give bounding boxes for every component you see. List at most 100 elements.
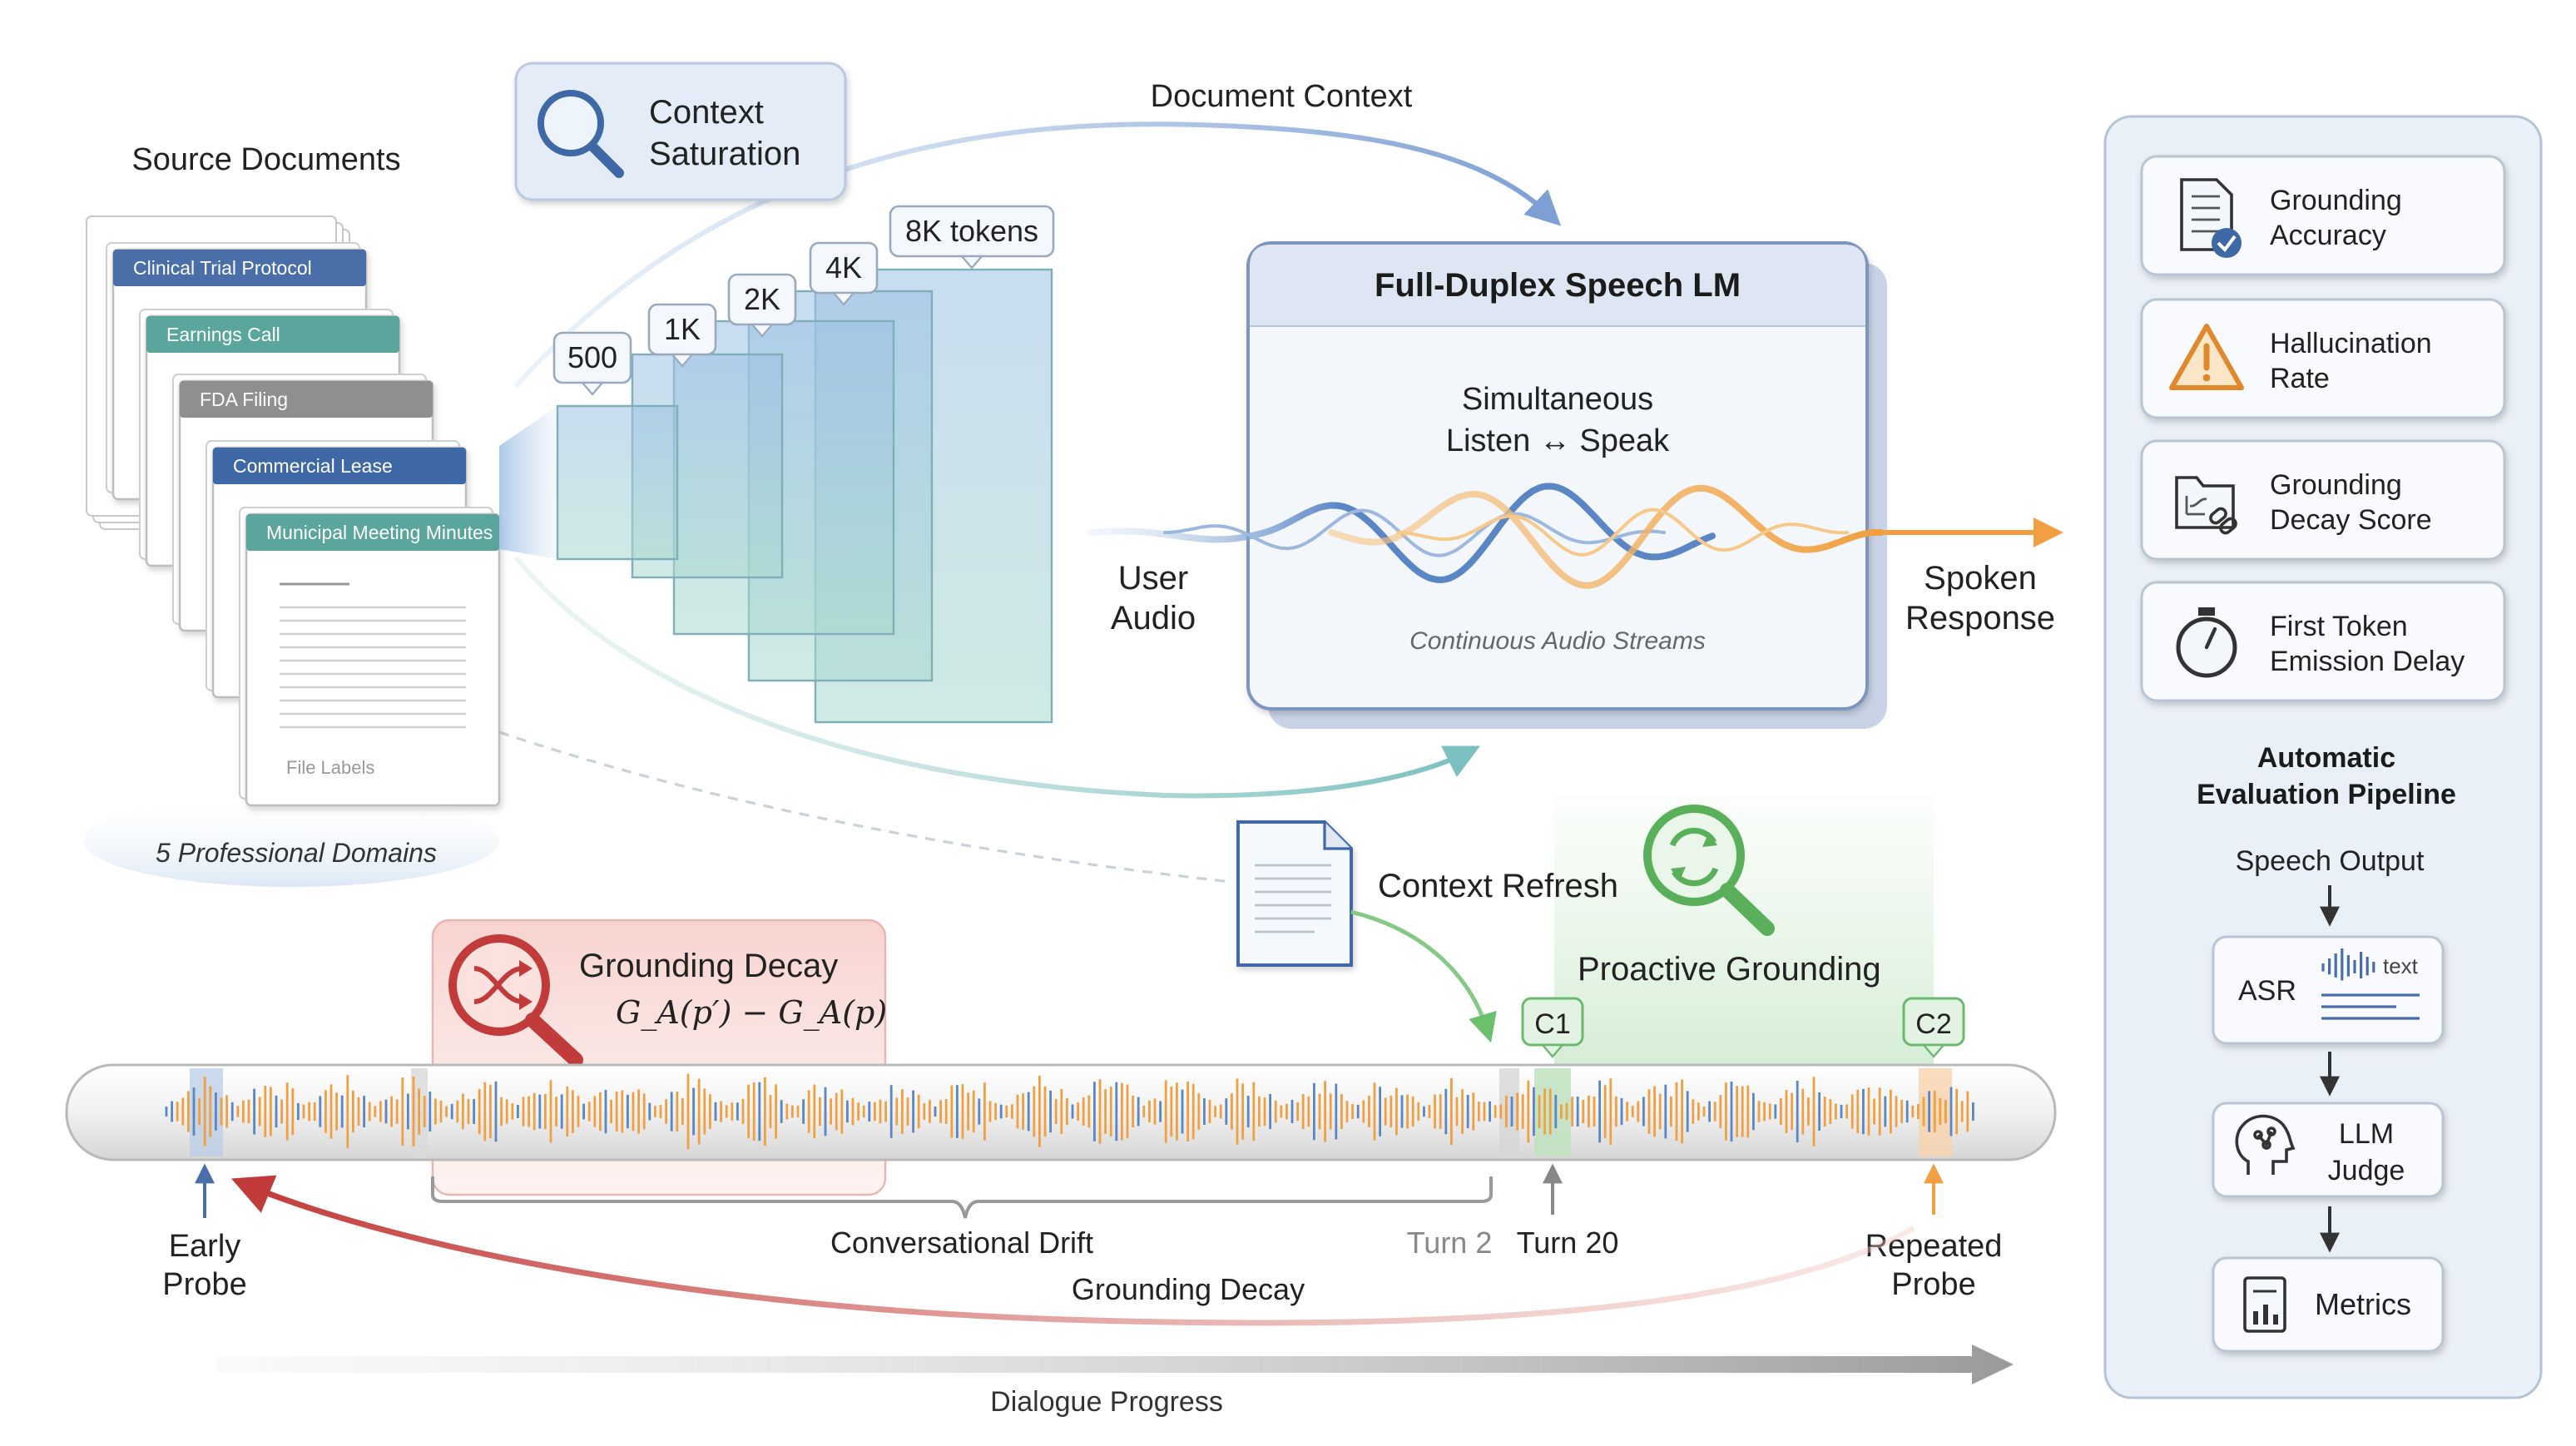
shuffle-magnifier-icon [448, 934, 583, 1067]
spoken-response-arrowhead [2034, 517, 2063, 547]
duplex-waveforms [1087, 483, 1884, 589]
asr-label: ASR [2238, 975, 2296, 1007]
audio-waveform [1163, 508, 1666, 557]
refresh-document-icon [1236, 820, 1353, 967]
turn2-label: Turn 2 [1407, 1226, 1493, 1260]
context-lower-arc [513, 556, 1481, 799]
document-check-icon [2180, 178, 2242, 258]
user-audio-line1: User [1118, 560, 1188, 597]
token-size-label: 500 [567, 340, 617, 374]
grounding-decay-title: Grounding Decay [579, 948, 838, 984]
grounding-decay-arrow [230, 1175, 1915, 1326]
metric-label-line1: Hallucination [2270, 328, 2432, 359]
token-tag-pointer [831, 291, 856, 306]
early-probe-line2: Probe [162, 1267, 246, 1302]
token-tag-pointer [750, 323, 775, 338]
token-size-label: 4K [825, 250, 862, 285]
c2-label: C2 [1915, 1008, 1951, 1040]
asr-box: ASR text [2212, 935, 2445, 1045]
c1-marker: C1 [1521, 997, 1584, 1058]
proactive-grounding-label: Proactive Grounding [1578, 951, 1881, 988]
token-tag-pointer [959, 255, 984, 270]
audio-waveform [1087, 483, 1716, 584]
drift-bracket [431, 1176, 1493, 1219]
doc-label: Clinical Trial Protocol [133, 257, 312, 279]
conversational-drift-label: Conversational Drift [830, 1226, 1093, 1260]
grounding-decay-formula: G_A(p′) − G_A(p) [616, 994, 887, 1032]
token-size-label: 1K [664, 312, 701, 346]
speech-lm-line1: Simultaneous [1462, 382, 1653, 417]
refresh-magnifier-icon [1643, 805, 1775, 936]
warning-icon [2169, 324, 2244, 390]
pipeline-title-line1: Automatic [2257, 742, 2395, 774]
folder-link-icon [2175, 476, 2237, 535]
context-saturation-box: Context Saturation [514, 62, 847, 201]
document-context-arc [513, 121, 1562, 389]
audio-waveform [1328, 484, 1884, 589]
llm-label-line1: LLM [2339, 1118, 2394, 1150]
report-chart-icon [2243, 1276, 2286, 1333]
audio-waveform [1396, 508, 1849, 557]
dialogue-progress-bar [216, 1344, 2014, 1384]
speech-output-label: Speech Output [2236, 845, 2425, 877]
token-size-label: 8K tokens [905, 214, 1038, 248]
domains-label: 5 Professional Domains [156, 838, 437, 868]
doc-tab [146, 316, 399, 353]
doc-label: Municipal Meeting Minutes [266, 522, 493, 543]
domains-glow [83, 794, 499, 887]
asr-text-lines-icon [2321, 993, 2420, 1020]
metrics-box: Metrics [2212, 1256, 2445, 1353]
metrics-label: Metrics [2315, 1287, 2411, 1321]
context-saturation-line2: Saturation [649, 136, 800, 172]
metric-label-line1: First Token [2270, 611, 2408, 642]
user-audio-line2: Audio [1111, 600, 1196, 636]
context-fan [499, 406, 557, 559]
doc-tab [246, 514, 499, 551]
metric-label-line1: Grounding [2270, 469, 2402, 501]
turn2-end-highlight [1499, 1068, 1519, 1156]
speech-lm-line2: Listen ↔ Speak [1446, 423, 1670, 458]
doc-tab [180, 381, 433, 418]
speech-lm-title: Full-Duplex Speech LM [1375, 267, 1741, 304]
document-context-label: Document Context [1151, 79, 1413, 114]
brain-head-icon [2235, 1114, 2296, 1175]
token-cards: 500 1K 2K 4K 8K tokens [552, 205, 1055, 724]
speech-lm-box: Full-Duplex Speech LM Simultaneous Liste… [1246, 241, 1887, 729]
token-card [556, 404, 679, 561]
stopwatch-icon [2176, 607, 2237, 678]
doc-label: Commercial Lease [233, 455, 393, 477]
magnifier-icon [537, 90, 624, 178]
doc-label: Earnings Call [166, 324, 280, 345]
asr-waveform-icon [2321, 948, 2375, 981]
token-size-label: 2K [744, 282, 780, 316]
grounding-decay-arrow-label: Grounding Decay [1072, 1272, 1305, 1306]
metric-cards: GroundingAccuracyHallucinationRateGround… [2140, 155, 2506, 702]
repeated-probe-line2: Probe [1891, 1267, 1975, 1302]
metric-label-line2: Rate [2270, 363, 2330, 394]
refresh-arrow [1350, 909, 1497, 1043]
metrics-panel [2103, 115, 2543, 1399]
doc-tab [113, 250, 366, 286]
metric-label-line2: Emission Delay [2270, 646, 2465, 677]
token-tag-pointer [580, 381, 605, 396]
metric-label-line2: Decay Score [2270, 504, 2432, 536]
early-probe-highlight [190, 1068, 223, 1156]
context-refresh-label: Context Refresh [1378, 868, 1618, 904]
metric-label-line1: Grounding [2270, 185, 2402, 216]
doc-tab [213, 448, 466, 484]
c1-label: C1 [1534, 1008, 1570, 1040]
token-tag-pointer [670, 353, 695, 368]
spoken-response-line2: Response [1905, 600, 2055, 636]
metric-label-line2: Accuracy [2270, 220, 2386, 251]
source-documents-title: Source Documents [131, 142, 400, 177]
spoken-response-line1: Spoken [1924, 560, 2037, 597]
context-saturation-line1: Context [649, 94, 764, 131]
proactive-zone [1554, 795, 1934, 1078]
